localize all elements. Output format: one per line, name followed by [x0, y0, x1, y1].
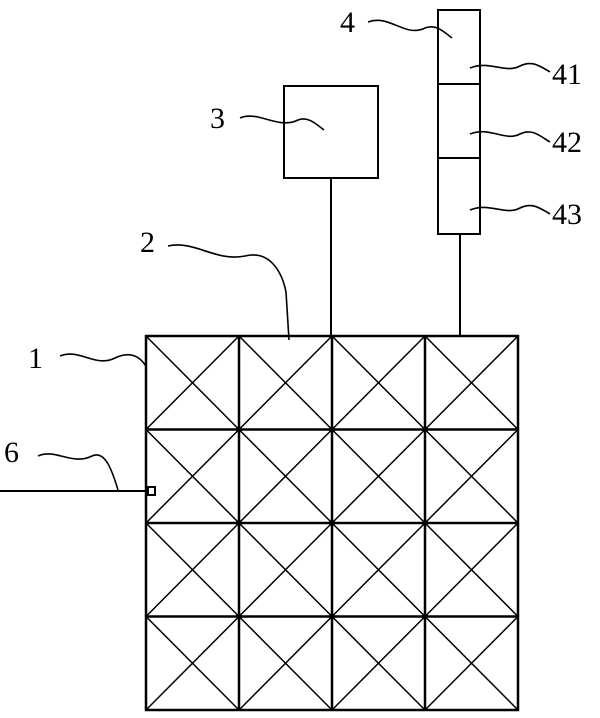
- label-2: 2: [140, 226, 155, 259]
- box-component: [283, 85, 379, 179]
- cell-diagonal: [238, 428, 333, 524]
- cell-diagonal: [331, 428, 426, 524]
- leader-line-2: [167, 244, 290, 341]
- cell-diagonal: [145, 428, 240, 524]
- label-4: 4: [340, 6, 355, 39]
- stack-segment-top: [437, 9, 481, 85]
- grid-junction-dot: [236, 520, 242, 526]
- cell-diagonal: [331, 335, 426, 431]
- grid-junction-dot: [236, 613, 242, 620]
- cell-diagonal: [145, 335, 240, 431]
- cell-diagonal: [145, 615, 240, 711]
- cell-diagonal: [424, 615, 519, 711]
- label-6: 6: [4, 436, 19, 469]
- leader-line-4: [367, 19, 453, 39]
- cell-diagonal: [331, 522, 426, 618]
- cell-diagonal: [424, 428, 519, 524]
- leader-line-42: [469, 130, 551, 143]
- grid-junction-dot: [236, 426, 242, 433]
- label-43: 43: [552, 198, 582, 231]
- cell-diagonal: [238, 335, 333, 431]
- label-41: 41: [552, 58, 582, 91]
- grid-junction-dot: [422, 520, 428, 526]
- grid-junction-dot: [422, 613, 428, 620]
- stack-segment-bottom: [437, 157, 481, 235]
- leader-line-1: [59, 353, 147, 367]
- wire-terminal: [147, 486, 156, 496]
- leader-line-41: [469, 62, 551, 73]
- grid-junction-dot: [422, 426, 428, 433]
- leader-line-6: [37, 453, 119, 491]
- leader-line-43: [469, 204, 551, 215]
- cell-diagonal: [238, 522, 333, 618]
- grid-junction-dot: [329, 426, 335, 433]
- stack-frame: [437, 9, 481, 235]
- cell-diagonal: [331, 615, 426, 711]
- cell-diagonal: [424, 522, 519, 618]
- leader-line-3: [239, 115, 325, 131]
- stacked-unit: [437, 9, 481, 235]
- crossed-grid-frame: [144, 334, 520, 712]
- label-42: 42: [552, 126, 582, 159]
- grid-junction-dot: [329, 520, 335, 526]
- grid-junction-dot: [329, 613, 335, 620]
- cell-diagonal: [145, 522, 240, 618]
- label-3: 3: [210, 102, 225, 135]
- label-1: 1: [28, 342, 43, 375]
- cell-diagonal: [238, 615, 333, 711]
- stack-segment-middle: [437, 83, 481, 159]
- cell-diagonal: [424, 335, 519, 431]
